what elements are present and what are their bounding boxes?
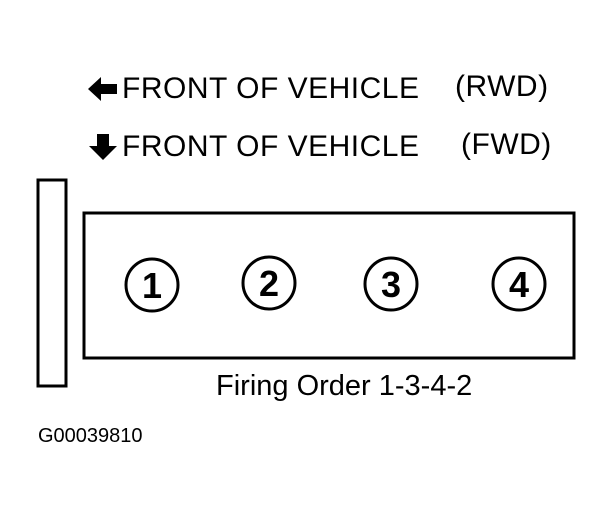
front-of-vehicle-text: FRONT OF VEHICLE xyxy=(122,130,420,163)
arrow-left-icon xyxy=(86,74,120,104)
engine-front-component xyxy=(36,178,68,388)
cylinder-circle xyxy=(124,257,180,313)
front-of-vehicle-text: FRONT OF VEHICLE xyxy=(122,72,420,105)
cylinder-circle xyxy=(241,255,297,311)
drive-type-fwd: (FWD) xyxy=(461,128,552,161)
cylinder-4: 4 xyxy=(491,256,547,312)
cylinder-1: 1 xyxy=(124,257,180,313)
firing-order-label: Firing Order 1-3-4-2 xyxy=(216,370,473,402)
cylinder-circle xyxy=(491,256,547,312)
cylinder-2: 2 xyxy=(241,255,297,311)
arrow-down-icon xyxy=(86,132,120,162)
cylinder-number: 4 xyxy=(509,264,529,305)
cylinder-number: 1 xyxy=(142,265,162,306)
cylinder-block xyxy=(82,211,576,360)
cylinder-number: 3 xyxy=(381,264,401,305)
drive-type-rwd: (RWD) xyxy=(455,70,549,103)
cylinder-3: 3 xyxy=(363,256,419,312)
front-of-vehicle-rwd-label: FRONT OF VEHICLE xyxy=(86,72,419,106)
cylinder-circle xyxy=(363,256,419,312)
front-of-vehicle-fwd-label: FRONT OF VEHICLE xyxy=(86,130,419,164)
cylinder-number: 2 xyxy=(259,263,279,304)
figure-id: G00039810 xyxy=(38,425,143,447)
